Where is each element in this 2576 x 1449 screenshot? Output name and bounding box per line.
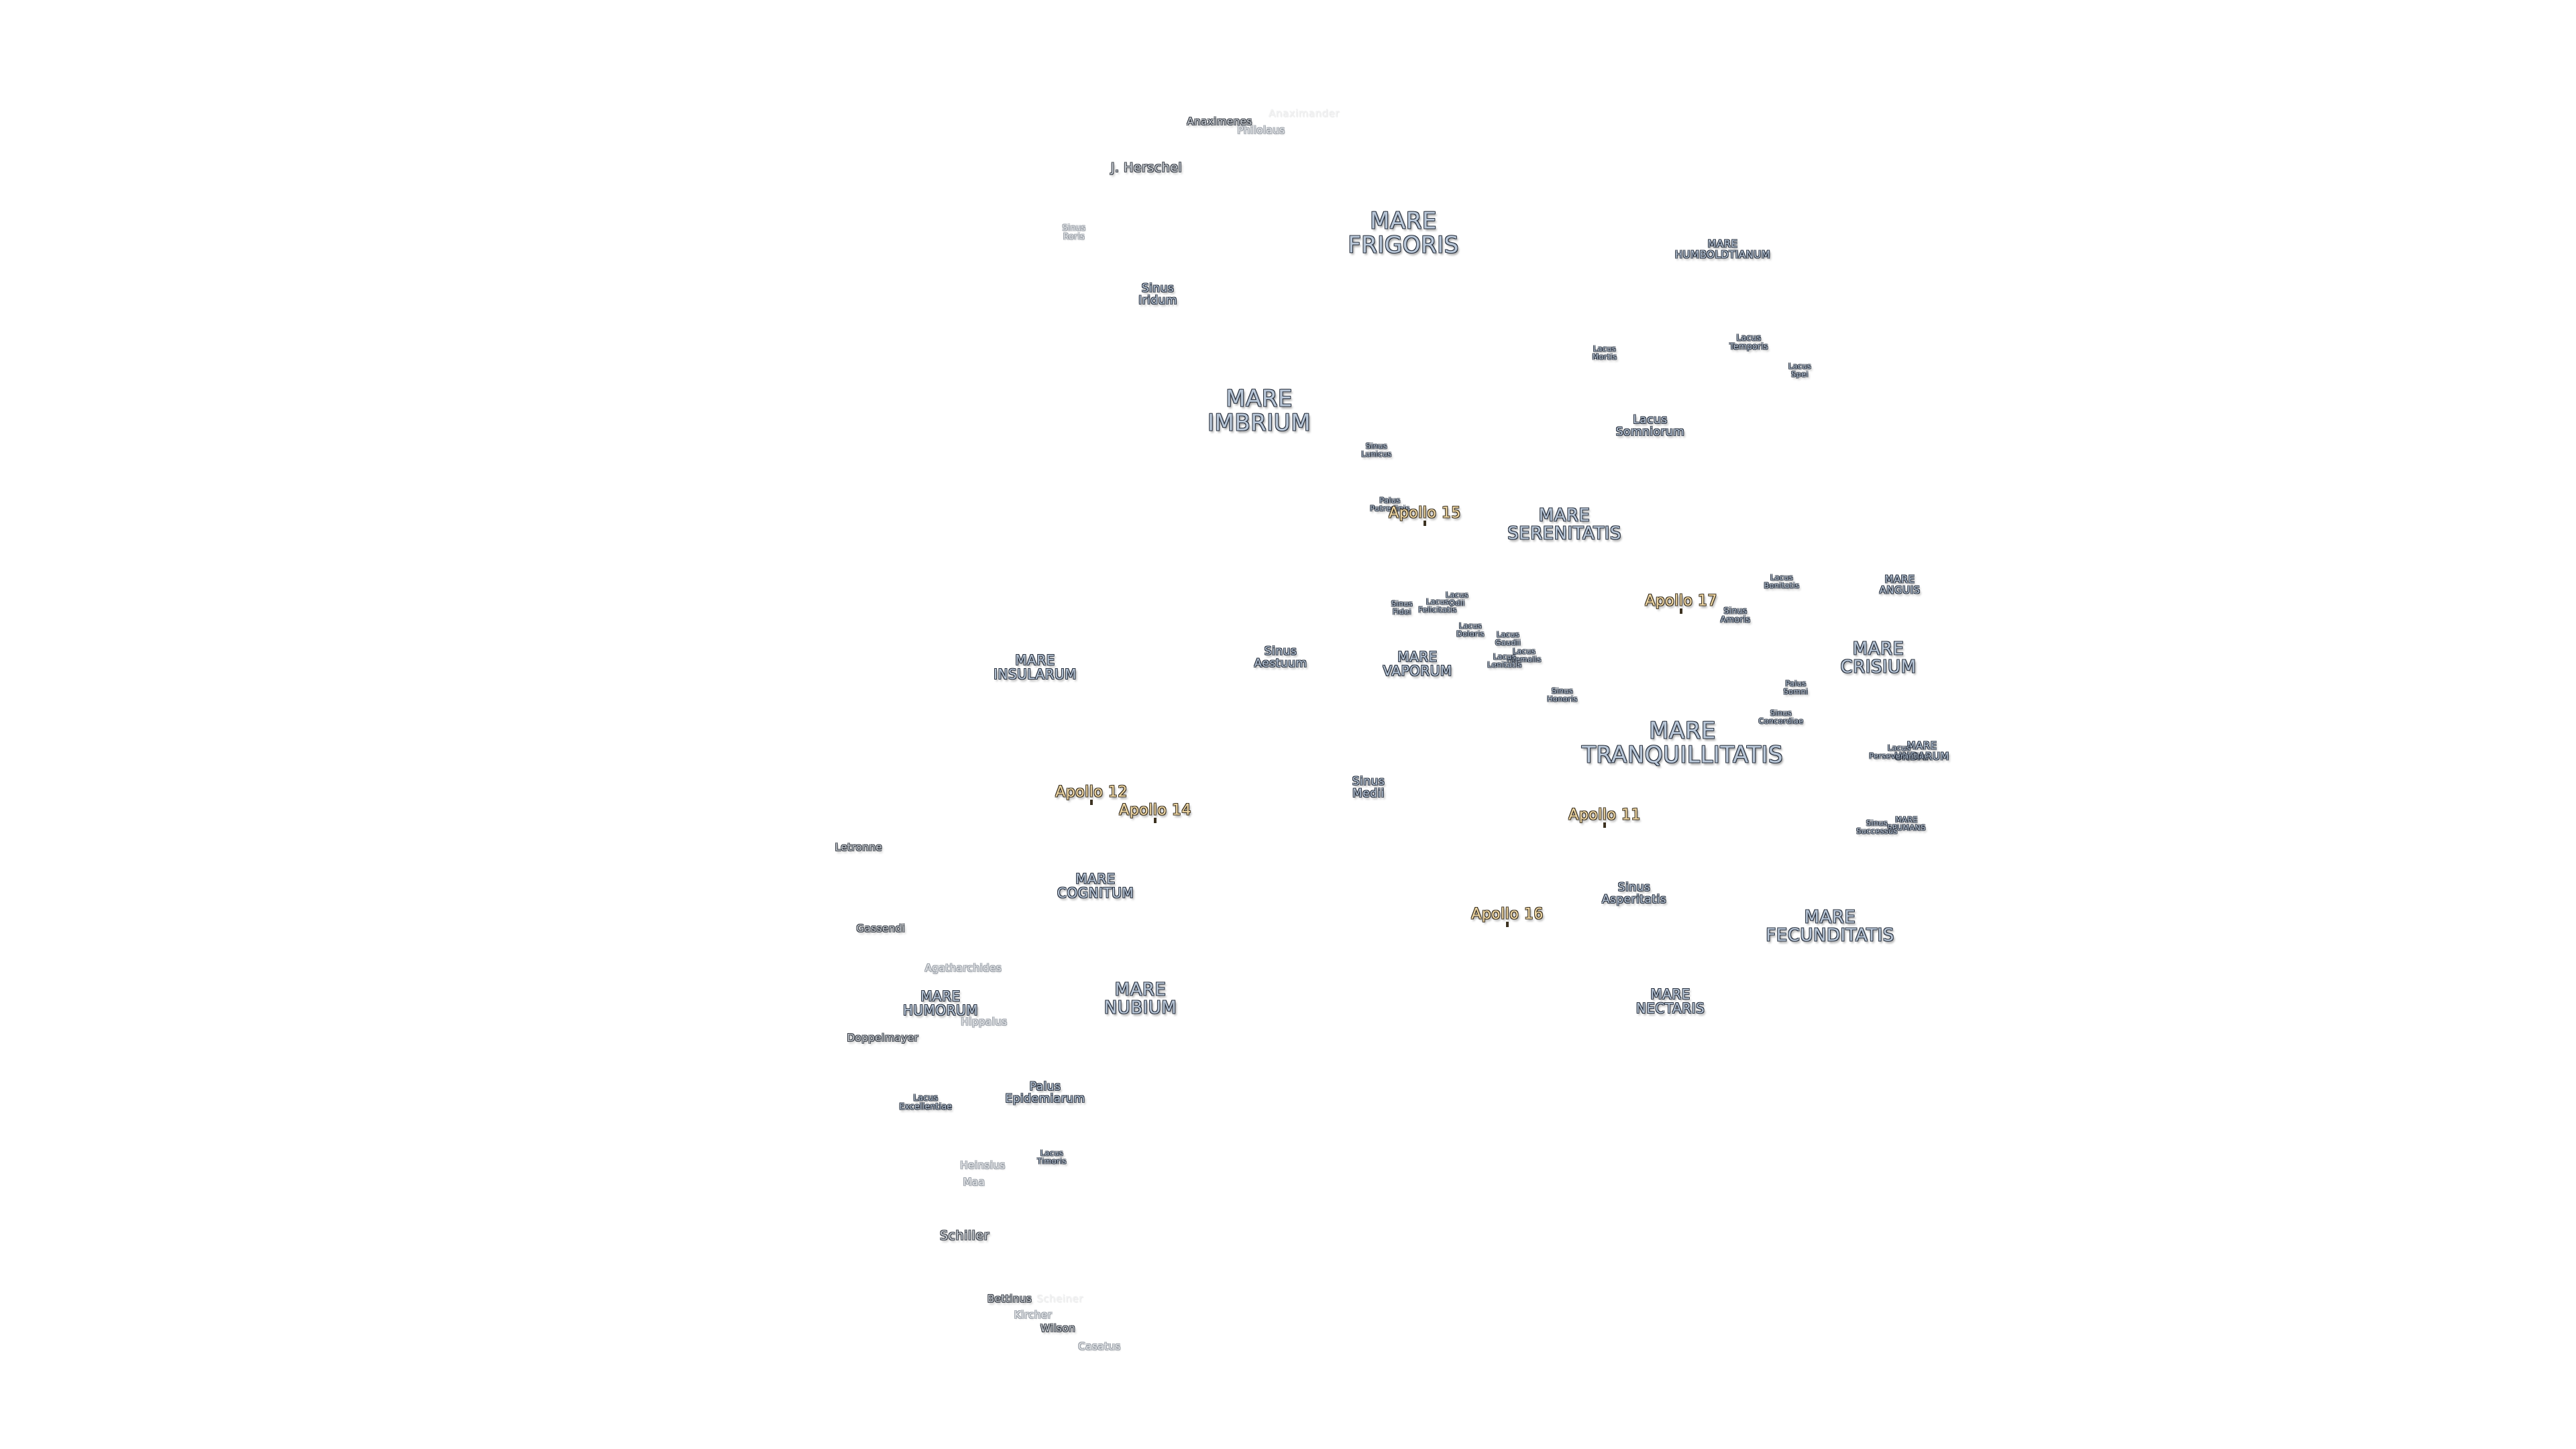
sinus-honoris-label[interactable]: Sinus Honoris [1547, 686, 1578, 703]
mare-nubium-label[interactable]: MARE NUBIUM [1104, 979, 1177, 1018]
crater-doppelmayer-label[interactable]: Doppelmayer [847, 1032, 919, 1044]
crater-letronne-label[interactable]: Letronne [835, 841, 883, 854]
lacus-odii-label[interactable]: Lacus Odii [1445, 590, 1469, 607]
apollo-11-marker[interactable] [1603, 822, 1606, 828]
lacus-temporis-label[interactable]: Lacus Temporis [1729, 333, 1768, 351]
crater-gassendi-label[interactable]: Gassendi [856, 922, 906, 935]
apollo-16-marker[interactable] [1506, 922, 1509, 927]
mare-fecunditatis-label[interactable]: MARE FECUNDITATIS [1766, 907, 1894, 946]
apollo-17-marker[interactable] [1680, 608, 1682, 614]
mare-crisium-label[interactable]: MARE CRISIUM [1840, 639, 1917, 678]
apollo-16-label[interactable]: Apollo 16 [1471, 906, 1544, 923]
sinus-successus-label[interactable]: Sinus Successus [1856, 818, 1898, 835]
sinus-aestuum-label[interactable]: Sinus Aestuum [1254, 645, 1307, 670]
crater-scheiner-label[interactable]: Scheiner [1036, 1293, 1083, 1305]
sinus-lunicus-label[interactable]: Sinus Lunicus [1361, 441, 1392, 458]
mare-spumans-label[interactable]: MARE SPUMANS [1887, 815, 1926, 832]
crater-bettinus-label[interactable]: Bettinus [987, 1293, 1032, 1305]
crater-schiller-label[interactable]: Schiller [940, 1228, 989, 1244]
apollo-17-label[interactable]: Apollo 17 [1645, 592, 1717, 610]
sinus-amoris-label[interactable]: Sinus Amoris [1720, 606, 1751, 624]
lacus-mortis-label[interactable]: Lacus Mortis [1592, 344, 1617, 361]
mare-tranquillitatis-label[interactable]: MARE TRANQUILLITATIS [1582, 717, 1783, 768]
sinus-iridum-label[interactable]: Sinus Iridum [1138, 282, 1177, 307]
mare-humorum-label[interactable]: MARE HUMORUM [903, 988, 978, 1018]
mare-vaporum-label[interactable]: MARE VAPORUM [1383, 649, 1452, 679]
lacus-hiemalis-label[interactable]: Lacus Hiemalis [1507, 647, 1542, 663]
crater-philolaus-label[interactable]: Philolaus [1237, 124, 1285, 137]
palus-somni-label[interactable]: Palus Somni [1783, 679, 1809, 696]
mare-undarum-label[interactable]: MARE UNDARUM [1894, 739, 1949, 762]
apollo-15-marker[interactable] [1424, 521, 1426, 526]
mare-nectaris-label[interactable]: MARE NECTARIS [1635, 986, 1705, 1016]
sinus-concordiae-label[interactable]: Sinus Concordiae [1758, 708, 1804, 725]
lacus-doloris-label[interactable]: Lacus Doloris [1456, 621, 1485, 638]
mare-humboldtianum-label[interactable]: MARE HUMBOLDTIANUM [1674, 237, 1771, 260]
mare-frigoris-label[interactable]: MARE FRIGORIS [1348, 207, 1459, 258]
sinus-asperitatis-label[interactable]: Sinus Asperitatis [1601, 881, 1667, 906]
lacus-timoris-label[interactable]: Lacus Timoris [1037, 1148, 1067, 1165]
apollo-14-label[interactable]: Apollo 14 [1119, 802, 1191, 819]
apollo-14-marker[interactable] [1154, 818, 1157, 823]
crater-anaximenes-label[interactable]: Anaximenes [1187, 115, 1252, 128]
crater-agatharchides-label[interactable]: Agatharchides [924, 962, 1002, 975]
apollo-12-marker[interactable] [1090, 800, 1093, 805]
lacus-bonitatis-label[interactable]: Lacus Bonitatis [1764, 573, 1800, 590]
crater-heinsius-label[interactable]: Heinsius [960, 1159, 1006, 1172]
mare-cognitum-label[interactable]: MARE COGNITUM [1057, 871, 1134, 901]
lacus-perseverantiae-label[interactable]: Lacus Perseverantiae [1869, 743, 1929, 760]
lacus-somniorum-label[interactable]: Lacus Somniorum [1615, 413, 1685, 439]
apollo-12-label[interactable]: Apollo 12 [1055, 784, 1128, 801]
crater-top-faint-label[interactable]: Anaximander [1269, 107, 1340, 120]
apollo-11-label[interactable]: Apollo 11 [1568, 806, 1641, 824]
crater-j-herschel-label[interactable]: J. Herschel [1110, 160, 1183, 176]
apollo-15-label[interactable]: Apollo 15 [1389, 504, 1461, 522]
mare-imbrium-label[interactable]: MARE IMBRIUM [1207, 385, 1311, 436]
lacus-spei-label[interactable]: Lacus Spei [1788, 362, 1812, 378]
mare-anguis-label[interactable]: MARE ANGUIS [1879, 573, 1921, 596]
crater-hippalus-label[interactable]: Hippalus [961, 1016, 1008, 1028]
crater-wilson-label[interactable]: Wilson [1040, 1322, 1076, 1335]
lacus-felicitatis-label[interactable]: Lacus Felicitatis [1418, 597, 1457, 614]
crater-kircher-label[interactable]: Kircher [1014, 1309, 1053, 1322]
mare-insularum-label[interactable]: MARE INSULARUM [994, 652, 1077, 682]
lacus-excellentiae-label[interactable]: Lacus Excellentiae [899, 1093, 953, 1111]
palus-epidemiarum-label[interactable]: Palus Epidemiarum [1005, 1080, 1085, 1106]
palus-putredinis-label[interactable]: Palus Putredinis [1370, 496, 1410, 513]
sinus-fidei-label[interactable]: Sinus Fidei [1391, 599, 1413, 616]
lacus-lenitatis-label[interactable]: Lacus Lenitatis [1487, 652, 1522, 669]
crater-maa-label[interactable]: Maa [963, 1176, 985, 1189]
lacus-gaudii-label[interactable]: Lacus Gaudii [1495, 630, 1521, 647]
mare-serenitatis-label[interactable]: MARE SERENITATIS [1507, 505, 1621, 544]
crater-casatus-label[interactable]: Casatus [1078, 1340, 1121, 1353]
sinus-roris-label[interactable]: Sinus Roris [1062, 223, 1086, 241]
sinus-medii-label[interactable]: Sinus Medii [1352, 775, 1385, 800]
